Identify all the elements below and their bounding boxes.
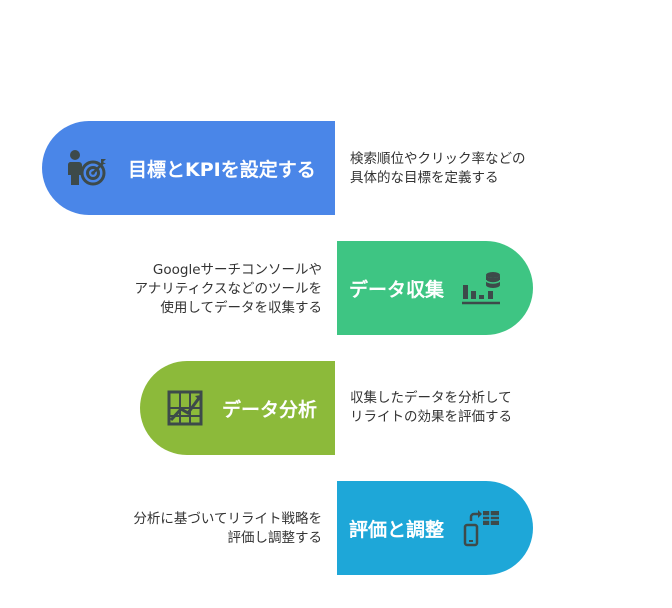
step-1-title: 目標とKPIを設定する (128, 158, 316, 181)
step-2-description-line: アナリティクスなどのツールを (134, 281, 322, 297)
line-chart-grid-icon (167, 390, 203, 426)
phone-sync-table-icon (463, 510, 500, 547)
step-4-title: 評価と調整 (349, 518, 445, 541)
step-4-description-line: 評価し調整する (227, 530, 323, 546)
step-3-description-line: リライトの効果を評価する (350, 409, 512, 425)
step-2-description-line: 使用してデータを収集する (160, 300, 322, 316)
step-1-description-line: 具体的な目標を定義する (350, 170, 499, 186)
step-2-description: Googleサーチコンソールや アナリティクスなどのツールを 使用してデータを収… (134, 261, 322, 318)
step-1-pill: 目標とKPIを設定する (42, 121, 335, 215)
step-2-pill: データ収集 (337, 241, 533, 335)
step-3-title: データ分析 (222, 398, 318, 421)
step-4-description-line: 分析に基づいてリライト戦略を (133, 511, 322, 527)
step-1-description-line: 検索順位やクリック率などの (350, 151, 526, 167)
person-target-icon (67, 150, 106, 186)
step-1-description: 検索順位やクリック率などの 具体的な目標を定義する (350, 150, 526, 188)
step-3-description-line: 収集したデータを分析して (350, 390, 512, 406)
step-3-description: 収集したデータを分析して リライトの効果を評価する (350, 389, 512, 427)
step-4-description: 分析に基づいてリライト戦略を 評価し調整する (133, 510, 322, 548)
bar-chart-database-icon (462, 272, 501, 305)
step-4-pill: 評価と調整 (337, 481, 533, 575)
step-3-pill: データ分析 (140, 361, 335, 455)
step-2-description-line: Googleサーチコンソールや (152, 262, 322, 278)
step-2-title: データ収集 (349, 278, 445, 301)
